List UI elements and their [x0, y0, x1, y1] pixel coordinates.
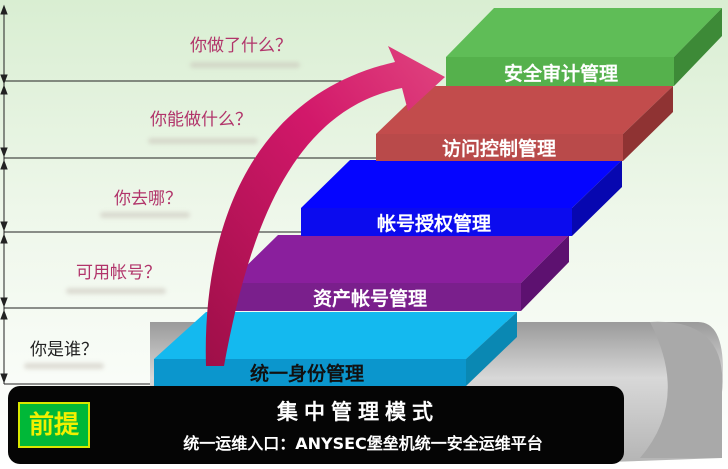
step-access-control — [376, 86, 673, 161]
question-who-are-you: 你是谁？ — [30, 340, 98, 360]
step-asset-account — [229, 235, 569, 311]
question-shadow — [190, 62, 300, 68]
question-what-did-you-do: 你做了什么？ — [190, 36, 292, 56]
management-mode-subtitle: 统一运维入口：ANYSEC堡垒机统一安全运维平台 — [183, 434, 543, 453]
question-shadow — [100, 212, 190, 218]
progress-arrow — [205, 46, 445, 366]
question-shadow — [66, 288, 166, 294]
question-where-to: 你去哪？ — [114, 189, 182, 209]
premise-footer: 前提 集中管理模式 统一运维入口：ANYSEC堡垒机统一安全运维平台 — [8, 386, 624, 464]
question-what-can-you-do: 你能做什么？ — [150, 110, 252, 130]
question-available-account: 可用帐号？ — [76, 263, 161, 283]
premise-badge: 前提 — [18, 402, 90, 448]
level-ruler — [0, 4, 440, 385]
step-label-security-audit: 安全审计管理 — [504, 62, 618, 85]
step-unified-identity — [154, 312, 517, 386]
question-shadow — [24, 363, 104, 369]
step-account-authorization — [301, 160, 622, 236]
step-label-unified-identity: 统一身份管理 — [250, 362, 364, 385]
step-label-asset-account: 资产帐号管理 — [313, 287, 427, 310]
question-shadow — [148, 138, 258, 144]
step-security-audit — [446, 8, 722, 86]
step-label-account-authorization: 帐号授权管理 — [377, 212, 491, 235]
management-mode-title: 集中管理模式 — [277, 400, 439, 424]
step-label-access-control: 访问控制管理 — [442, 137, 556, 160]
